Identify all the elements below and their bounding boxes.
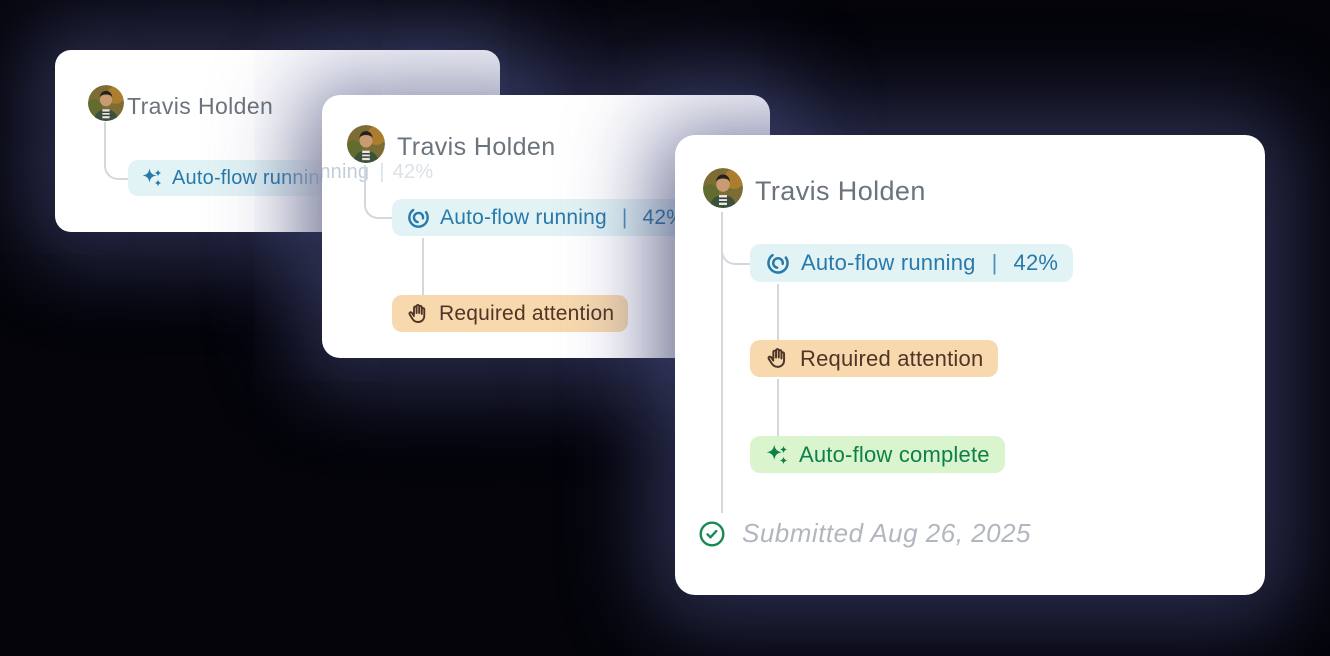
badge-label: Auto-flow running [801, 250, 976, 275]
required-attention-badge[interactable]: Required attention [392, 295, 629, 332]
avatar-photo-icon [703, 168, 743, 208]
badge-label: Required attention [800, 345, 984, 371]
flow-card-3: Travis Holden Auto-flow running | 42% Re… [675, 135, 1265, 595]
user-name: Travis Holden [397, 133, 556, 161]
hand-icon [767, 348, 786, 368]
timeline-connector [721, 230, 751, 265]
badge-progress: 42% [642, 205, 686, 229]
user-name: Travis Holden [127, 93, 274, 119]
badge-label: Auto-flow running [440, 205, 607, 229]
auto-flow-running-badge[interactable]: Auto-flow running | 42% [392, 199, 700, 236]
auto-flow-running-badge[interactable]: Auto-flow running | 42% [750, 244, 1074, 282]
submitted-date-label: Submitted Aug 26, 2025 [742, 518, 1032, 548]
badge-label: Auto-flow complete [799, 441, 990, 467]
hand-icon [408, 303, 426, 323]
badge-separator: | [621, 205, 628, 229]
avatar-photo-icon [88, 85, 124, 121]
badge-separator: | [991, 250, 998, 275]
required-attention-badge[interactable]: Required attention [750, 340, 999, 377]
user-name: Travis Holden [755, 176, 926, 206]
timeline-connector [104, 122, 130, 180]
avatar-photo-icon [347, 125, 385, 163]
auto-flow-complete-badge[interactable]: Auto-flow complete [750, 436, 1005, 473]
timeline-connector [422, 238, 424, 295]
avatar [88, 85, 124, 121]
badge-progress: 42% [1013, 250, 1059, 275]
timeline-connector [777, 379, 779, 436]
badge-label: Required attention [439, 301, 615, 325]
sparkles-icon [142, 168, 162, 187]
avatar [703, 168, 743, 208]
avatar [347, 125, 385, 163]
spinner-icon [408, 208, 429, 228]
spinner-icon [767, 253, 789, 274]
timeline-line [721, 212, 723, 513]
submitted-status: Submitted Aug 26, 2025 [698, 518, 1031, 549]
sparkles-icon [766, 444, 788, 464]
timeline-connector [364, 165, 393, 219]
check-circle-icon [699, 521, 725, 546]
timeline-connector [777, 284, 779, 340]
